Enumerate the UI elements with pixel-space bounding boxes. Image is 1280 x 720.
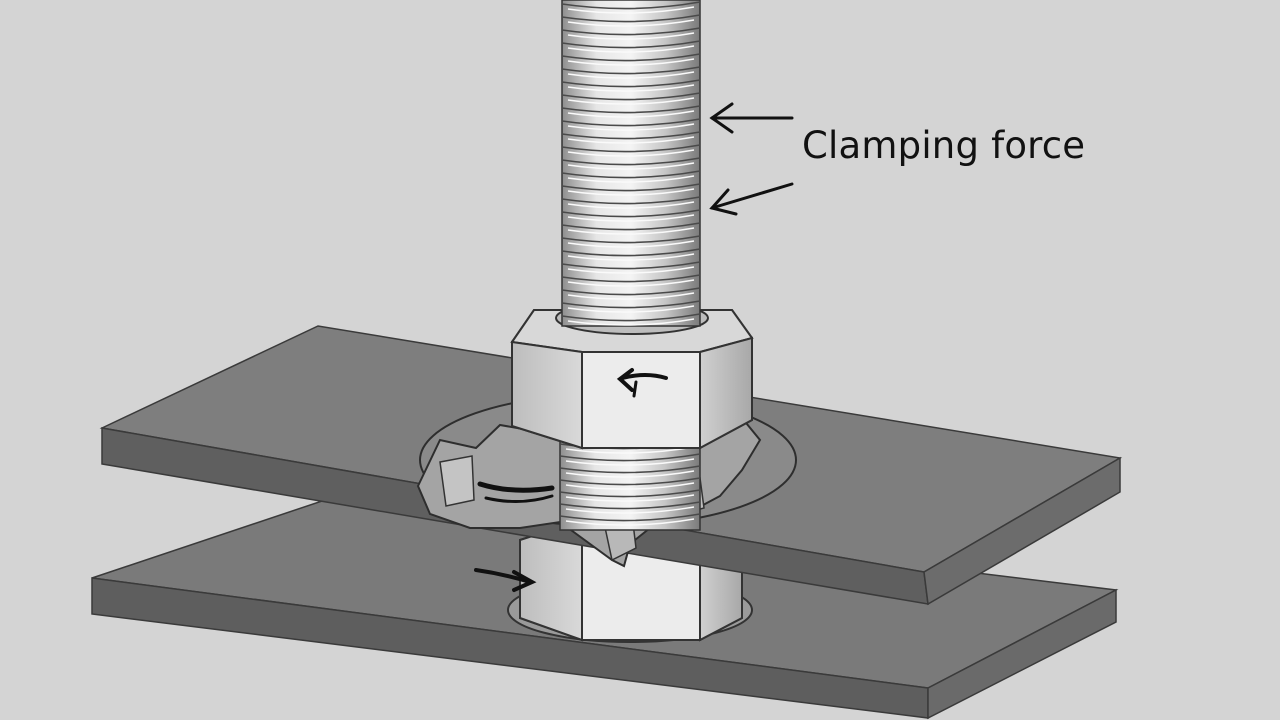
thread-highlight: [567, 214, 695, 222]
rotation-arrow-icon: [616, 368, 668, 398]
thread-highlight: [567, 6, 695, 14]
thread-ridge: [561, 157, 701, 166]
thread-ridge: [559, 513, 701, 522]
thread-ridge: [561, 118, 701, 127]
lower-nut-arrow-icon: [474, 568, 537, 592]
thread-highlight: [567, 240, 695, 248]
thread-highlight: [567, 84, 695, 92]
thread-ridge: [561, 170, 701, 179]
thread-ridge: [561, 105, 701, 114]
thread-highlight: [567, 149, 695, 157]
thread-highlight: [565, 446, 695, 454]
thread-highlight: [567, 318, 695, 326]
thread-arrow-icon: [477, 481, 555, 504]
thread-highlight: [567, 45, 695, 53]
thread-highlight: [567, 32, 695, 40]
thread-highlight: [565, 518, 695, 526]
thread-ridge: [561, 14, 701, 23]
thread-ridge: [561, 144, 701, 153]
thread-ridge: [561, 40, 701, 49]
thread-highlight: [567, 58, 695, 66]
thread-highlight: [565, 506, 695, 514]
thread-ridge: [559, 453, 701, 462]
thread-highlight: [565, 458, 695, 466]
upper-thread-lines: [561, 1, 701, 326]
thread-highlight: [565, 470, 695, 478]
clamping-force-label: Clamping force: [802, 124, 1086, 167]
thread-ridge: [561, 261, 701, 270]
thread-ridge: [561, 235, 701, 244]
force-arrow-lower: [709, 182, 794, 216]
thread-highlight: [567, 227, 695, 235]
thread-highlight: [567, 253, 695, 261]
thread-highlight: [567, 266, 695, 274]
thread-ridge: [561, 183, 701, 192]
thread-highlight: [567, 97, 695, 105]
thread-ridge: [561, 66, 701, 75]
thread-ridge: [559, 477, 701, 486]
thread-highlight: [567, 71, 695, 79]
thread-ridge: [561, 27, 701, 36]
thread-ridge: [561, 222, 701, 231]
thread-highlight: [567, 19, 695, 27]
thread-ridge: [561, 313, 701, 322]
thread-highlight: [567, 279, 695, 287]
thread-ridge: [561, 1, 701, 10]
thread-highlight: [567, 305, 695, 313]
thread-highlight: [567, 110, 695, 118]
thread-ridge: [561, 196, 701, 205]
thread-ridge: [561, 53, 701, 62]
thread-ridge: [561, 79, 701, 88]
thread-highlight: [567, 175, 695, 183]
thread-ridge: [561, 248, 701, 257]
thread-ridge: [561, 209, 701, 218]
thread-highlight: [567, 188, 695, 196]
thread-highlight: [567, 162, 695, 170]
thread-highlight: [565, 482, 695, 490]
thread-ridge: [561, 274, 701, 283]
force-arrow-upper: [709, 102, 794, 134]
thread-highlight: [565, 494, 695, 502]
thread-ridge: [559, 501, 701, 510]
thread-ridge: [559, 465, 701, 474]
thread-ridge: [559, 489, 701, 498]
thread-highlight: [567, 201, 695, 209]
thread-highlight: [567, 136, 695, 144]
thread-ridge: [561, 287, 701, 296]
thread-ridge: [561, 131, 701, 140]
thread-highlight: [567, 123, 695, 131]
thread-highlight: [567, 292, 695, 300]
thread-ridge: [561, 92, 701, 101]
thread-ridge: [561, 300, 701, 309]
upper-nut: [510, 301, 754, 450]
